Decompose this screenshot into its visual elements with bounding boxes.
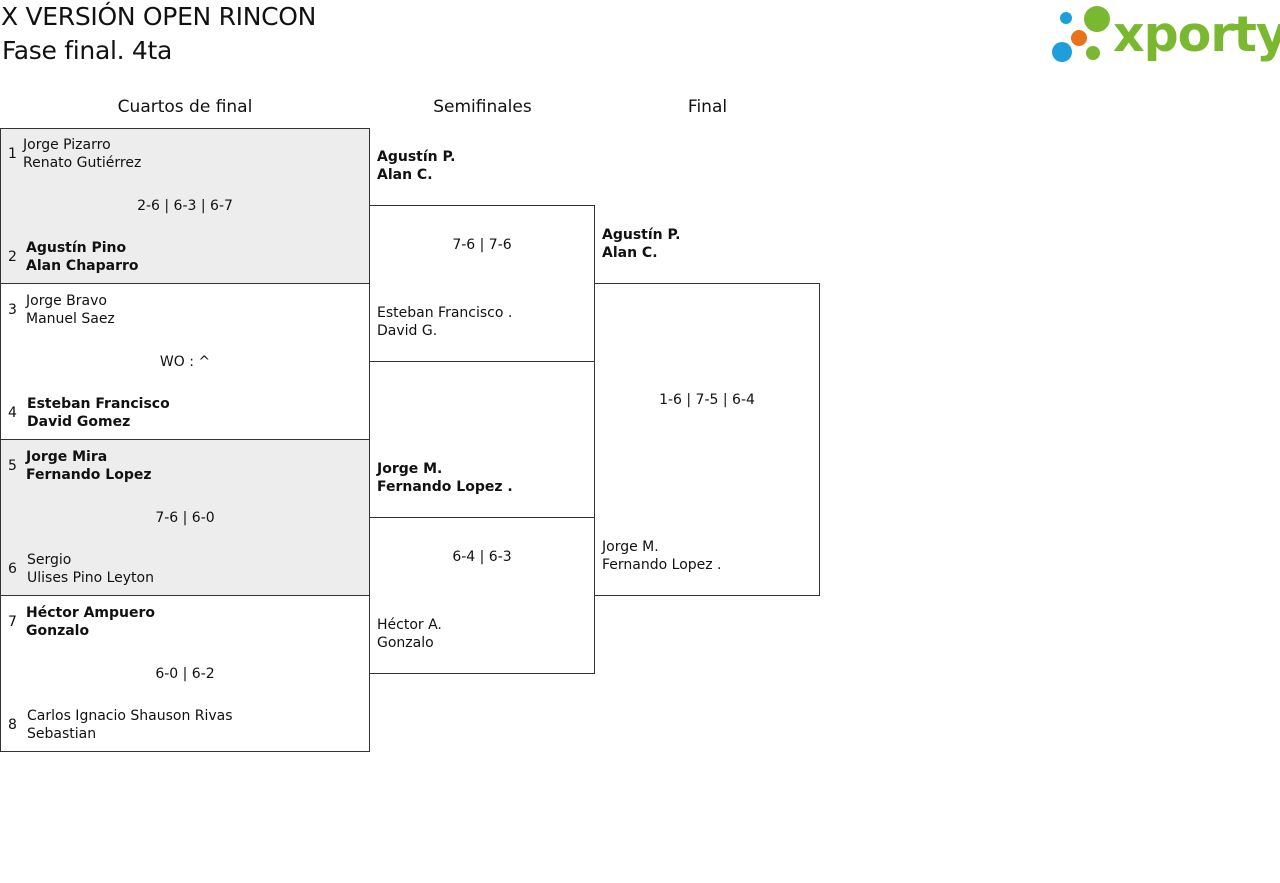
seed-number: 2 <box>8 249 17 265</box>
seed-number: 7 <box>8 614 17 630</box>
seed-number: 5 <box>8 458 17 474</box>
player-name: Renato Gutiérrez <box>23 155 142 171</box>
player-name: Jorge M. <box>377 461 443 477</box>
player-name: David Gomez <box>27 414 131 430</box>
semifinal-1-team-top-winner: Agustín P. Alan C. <box>377 148 456 184</box>
match-score: 1-6 | 7-5 | 6-4 <box>659 392 755 408</box>
seed-number: 3 <box>8 302 17 318</box>
player-name: David G. <box>377 323 438 339</box>
player-name: Fernando Lopez . <box>377 479 513 495</box>
phase-subtitle: Fase final. 4ta <box>2 36 173 65</box>
player-name: Agustín P. <box>377 149 456 165</box>
final-match[interactable]: 1-6 | 7-5 | 6-4 Jorge M. Fernando Lopez … <box>594 283 820 596</box>
semifinal-match-2[interactable]: 6-4 | 6-3 Héctor A. Gonzalo <box>369 517 595 674</box>
team-top: Jorge Pizarro Renato Gutiérrez <box>23 136 141 172</box>
final-team-top-winner: Agustín P. Alan C. <box>602 226 681 262</box>
player-name: Sergio <box>27 552 72 568</box>
match-score: 2-6 | 6-3 | 6-7 <box>137 198 233 214</box>
logo-dots-icon <box>1052 6 1110 62</box>
player-name: Ulises Pino Leyton <box>27 570 154 586</box>
player-name: Jorge M. <box>602 539 659 555</box>
player-name: Alan C. <box>602 245 658 261</box>
player-name: Carlos Ignacio Shauson Rivas <box>27 708 233 724</box>
player-name: Jorge Bravo <box>26 293 107 309</box>
match-score: 7-6 | 7-6 <box>452 237 512 253</box>
semifinal-match-1[interactable]: 7-6 | 7-6 Esteban Francisco . David G. <box>369 205 595 362</box>
team-top-winner: Héctor Ampuero Gonzalo <box>26 604 155 640</box>
player-name: Alan C. <box>377 167 433 183</box>
player-name: Agustín P. <box>602 227 681 243</box>
quarterfinal-match-3[interactable]: 5 Jorge Mira Fernando Lopez 7-6 | 6-0 6 … <box>0 439 370 596</box>
match-score: 7-6 | 6-0 <box>155 510 215 526</box>
round-heading-semifinals: Semifinales <box>433 97 532 117</box>
quarterfinal-match-4[interactable]: 7 Héctor Ampuero Gonzalo 6-0 | 6-2 8 Car… <box>0 595 370 752</box>
team-bottom: Jorge M. Fernando Lopez . <box>602 538 722 574</box>
quarterfinal-match-2[interactable]: 3 Jorge Bravo Manuel Saez WO : ^ 4 Esteb… <box>0 283 370 440</box>
team-top: Jorge Bravo Manuel Saez <box>26 292 115 328</box>
match-score: 6-4 | 6-3 <box>452 549 512 565</box>
player-name: Héctor Ampuero <box>26 605 156 621</box>
player-name: Fernando Lopez . <box>602 557 722 573</box>
player-name: Esteban Francisco <box>27 396 170 412</box>
tournament-title: X VERSIÓN OPEN RINCON <box>1 2 317 31</box>
player-name: Agustín Pino <box>26 240 127 256</box>
player-name: Jorge Mira <box>26 449 108 465</box>
team-bottom: Sergio Ulises Pino Leyton <box>27 551 154 587</box>
team-bottom-winner: Esteban Francisco David Gomez <box>27 395 170 431</box>
seed-number: 6 <box>8 561 17 577</box>
team-bottom: Carlos Ignacio Shauson Rivas Sebastian <box>27 707 233 743</box>
player-name: Gonzalo <box>26 623 90 639</box>
seed-number: 1 <box>8 146 17 162</box>
player-name: Sebastian <box>27 726 97 742</box>
match-score: WO : ^ <box>159 354 211 370</box>
player-name: Gonzalo <box>377 635 434 651</box>
semifinal-2-team-top-winner: Jorge M. Fernando Lopez . <box>377 460 513 496</box>
player-name: Alan Chaparro <box>26 258 139 274</box>
xporty-logo[interactable]: xporty <box>1050 4 1280 68</box>
team-bottom: Héctor A. Gonzalo <box>377 616 442 652</box>
quarterfinal-match-1[interactable]: 1 Jorge Pizarro Renato Gutiérrez 2-6 | 6… <box>0 128 370 284</box>
round-heading-quarterfinals: Cuartos de final <box>117 97 253 117</box>
logo-wordmark: xporty <box>1113 6 1280 63</box>
player-name: Esteban Francisco . <box>377 305 513 321</box>
player-name: Héctor A. <box>377 617 442 633</box>
seed-number: 4 <box>8 405 17 421</box>
seed-number: 8 <box>8 717 17 733</box>
player-name: Jorge Pizarro <box>23 137 111 153</box>
round-heading-final: Final <box>687 97 728 117</box>
match-score: 6-0 | 6-2 <box>155 666 215 682</box>
team-bottom-winner: Agustín Pino Alan Chaparro <box>26 239 139 275</box>
team-top-winner: Jorge Mira Fernando Lopez <box>26 448 152 484</box>
team-bottom: Esteban Francisco . David G. <box>377 304 512 340</box>
player-name: Manuel Saez <box>26 311 115 327</box>
player-name: Fernando Lopez <box>26 467 152 483</box>
